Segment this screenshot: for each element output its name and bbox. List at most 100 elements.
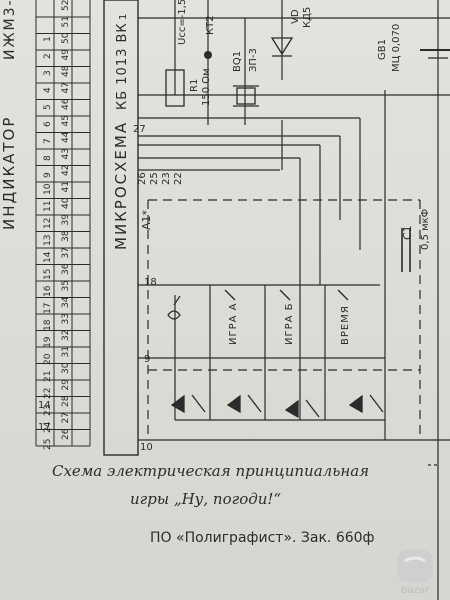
indicator-pin-mid-5: 31	[61, 346, 71, 357]
indicator-pin-top-21: 4	[43, 87, 53, 93]
indicator-pin-mid-3: 29	[61, 379, 71, 391]
resistor-r1: R1 150 Ом	[165, 68, 212, 107]
indicator-pin-mid-0: 26	[61, 428, 71, 440]
buzzer-symbol	[167, 295, 181, 320]
indicator-pin-top-22: 3	[43, 70, 53, 76]
indicator-pin-top-7: 18	[43, 319, 53, 331]
test-point-kt2: КТ2	[204, 15, 216, 59]
indicator-pin-mid-25: 51	[61, 16, 71, 27]
ic-pins: 27 26 25 23 22 18 9 10 А1*	[133, 124, 184, 453]
r1-name: R1	[189, 79, 200, 92]
indicator-pin-top-18: 7	[43, 138, 53, 144]
indicator-label: ИНДИКАТОР	[0, 116, 18, 230]
indicator-pin-mid-24: 50	[61, 32, 71, 44]
element-label: А1*	[140, 209, 153, 230]
indicator-pin-mid-21: 47	[61, 82, 71, 93]
ucc-label-group: Uсс=-1,5	[177, 0, 188, 45]
left-pin-17: 17	[38, 422, 51, 433]
indicator-pin-mid-4: 30	[61, 362, 71, 374]
indicator-pin-top-16: 9	[43, 172, 53, 178]
indicator-pin-top-11: 14	[43, 251, 53, 263]
ic-pin-22: 22	[173, 172, 184, 185]
switch-label-game-b: ИГРА Б	[284, 303, 295, 346]
caption-line-2: игры „Ну, погоди!“	[130, 490, 282, 508]
gb1-value: МЦ 0,070	[391, 24, 402, 72]
indicator-pin-mid-1: 27	[61, 412, 71, 423]
capacitor-c1: C1 0,5 мкФ	[401, 208, 431, 272]
indicator-pin-mid-16: 42	[61, 165, 71, 176]
indicator-pin-mid-12: 38	[61, 230, 71, 242]
watermark-text: bazar	[401, 585, 430, 596]
indicator-pin-mid-18: 44	[61, 131, 71, 143]
indicator-pin-top-2: 23	[43, 405, 53, 416]
ic-pin-23: 23	[161, 172, 172, 185]
c1-value: 0,5 мкФ	[420, 208, 431, 250]
indicator-pin-top-3: 22	[43, 388, 53, 399]
indicator-pin-mid-14: 40	[61, 197, 71, 209]
ic-pin-9: 9	[144, 354, 150, 365]
ic-body: МИКРОСХЕМА КБ 1013 ВК 1	[103, 0, 139, 456]
caption-line-1: Схема электрическая принципиальная	[52, 462, 370, 480]
ic-model-suffix: 1	[118, 14, 129, 20]
bq1-name: BQ1	[232, 51, 243, 72]
diode-vd: VD КД5	[270, 7, 313, 57]
indicator-pin-mid-19: 45	[61, 115, 71, 126]
indicator-pin-mid-22: 48	[61, 65, 71, 77]
indicator-pin-mid-23: 49	[61, 49, 71, 61]
ic-pin-10: 10	[140, 442, 153, 453]
indicator-pin-top-23: 2	[43, 53, 53, 59]
indicator-side-pins: 17 14	[38, 400, 51, 433]
ucc-label: Uсс=-1,5	[177, 0, 188, 45]
indicator-row-mid: 2627282930313233343536373839404142434445…	[61, 0, 71, 440]
crystal-bq1: BQ1 ЗП-3	[232, 48, 259, 107]
switch-contacts	[170, 289, 384, 419]
indicator-pin-top-20: 5	[43, 104, 53, 110]
indicator-pin-top-6: 19	[43, 336, 53, 348]
indicator-pin-top-24: 1	[43, 36, 53, 42]
ic-pin-18: 18	[144, 277, 157, 288]
indicator-pin-mid-26: 52	[61, 0, 71, 11]
indicator-pin-top-13: 12	[43, 218, 53, 229]
switch-labels: ИГРА А ИГРА Б ВРЕМЯ	[228, 303, 351, 346]
ic-model: КБ 1013 ВК	[115, 22, 130, 110]
indicator-pin-top-1: 24	[43, 421, 53, 433]
indicator-pin-top-10: 15	[43, 269, 53, 280]
wiring	[138, 0, 450, 600]
indicator-pin-mid-20: 46	[61, 98, 71, 110]
indicator-pin-top-5: 20	[43, 353, 53, 365]
indicator-pin-mid-9: 35	[61, 280, 71, 291]
indicator-pin-mid-6: 32	[61, 330, 71, 341]
indicator-label-group: ИНДИКАТОР ИЖМ3-71	[0, 0, 18, 230]
indicator-pin-mid-13: 39	[61, 214, 71, 226]
vd-value: КД5	[302, 7, 313, 28]
bazar-watermark-logo: bazar	[397, 550, 433, 596]
indicator-pin-mid-10: 36	[61, 263, 71, 275]
indicator-pin-top-12: 13	[43, 235, 53, 246]
indicator-pin-mid-11: 37	[61, 247, 71, 258]
battery-gb1: GB1 МЦ 0,070	[377, 24, 450, 72]
kt-label: КТ2	[205, 15, 216, 35]
indicator-pin-top-8: 17	[43, 303, 53, 314]
indicator-pin-mid-7: 33	[61, 313, 71, 324]
switch-block-frame	[147, 199, 421, 440]
indicator-model: ИЖМ3-71	[2, 0, 18, 60]
ic-pin-25: 25	[149, 172, 160, 185]
left-pin-14: 14	[38, 400, 51, 411]
gb1-name: GB1	[377, 39, 388, 60]
indicator-pin-mid-17: 43	[61, 148, 71, 159]
r1-value: 150 Ом	[201, 68, 212, 106]
ic-pin-26: 26	[137, 172, 148, 185]
indicator-pin-top-0: 25	[43, 439, 53, 450]
switch-label-game-a: ИГРА А	[228, 303, 239, 345]
indicator-pin-grid	[35, 0, 91, 447]
ic-pin-27: 27	[133, 124, 146, 135]
indicator-pin-mid-15: 41	[61, 181, 71, 192]
indicator-pin-top-17: 8	[43, 155, 53, 161]
ic-label: МИКРОСХЕМА	[112, 121, 130, 250]
indicator-pin-mid-8: 34	[61, 296, 71, 308]
indicator-pin-top-9: 16	[43, 285, 53, 297]
bq1-value: ЗП-3	[248, 48, 259, 72]
indicator-pin-top-15: 10	[43, 183, 53, 195]
